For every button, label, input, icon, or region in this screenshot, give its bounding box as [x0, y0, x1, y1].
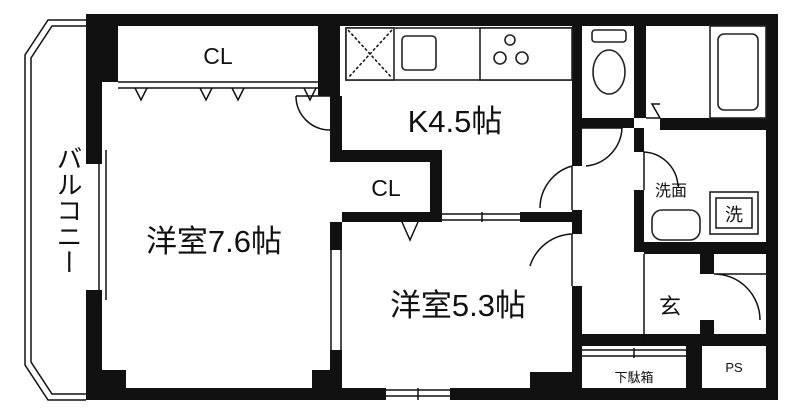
closet-top-label: CL: [203, 43, 233, 69]
inner-walls: [102, 14, 778, 400]
pipe-space-label: PS: [725, 360, 743, 375]
bottom-window: [386, 388, 450, 400]
inner-window-large: [330, 250, 342, 350]
shoe-box: [582, 348, 686, 358]
door-kitchen-hall: [539, 165, 573, 210]
balcony: [24, 19, 86, 401]
door-entrance: [713, 273, 766, 321]
washroom-label: 洗面: [655, 182, 687, 200]
door-bathroom: [646, 103, 661, 119]
sliding-door-kitchen: [442, 212, 520, 222]
entrance-label: 玄: [659, 294, 681, 319]
shoe-box-label: 下駄箱: [614, 370, 653, 385]
closet-top: [118, 81, 318, 102]
closet-door-small: [401, 221, 419, 242]
toilet-fixture: [591, 29, 627, 95]
bathtub-fixture: [709, 25, 767, 119]
door-large-room: [295, 95, 331, 131]
door-toilet: [582, 127, 623, 167]
balcony-label: バルコニー: [53, 145, 83, 275]
closet-mid-label: CL: [371, 175, 401, 201]
room-label-western-large: 洋室7.6帖: [146, 224, 282, 259]
room-label-kitchen: K4.5帖: [408, 104, 503, 139]
door-small-room-hall: [529, 233, 573, 286]
room-label-western-small: 洋室5.3帖: [390, 288, 526, 323]
washbasin-fixture: [651, 191, 759, 241]
door-washroom: [643, 151, 679, 190]
washer-label: 洗: [725, 205, 743, 225]
balcony-window: [98, 150, 107, 300]
kitchen-counter: [345, 27, 573, 81]
outer-walls: [86, 14, 778, 400]
